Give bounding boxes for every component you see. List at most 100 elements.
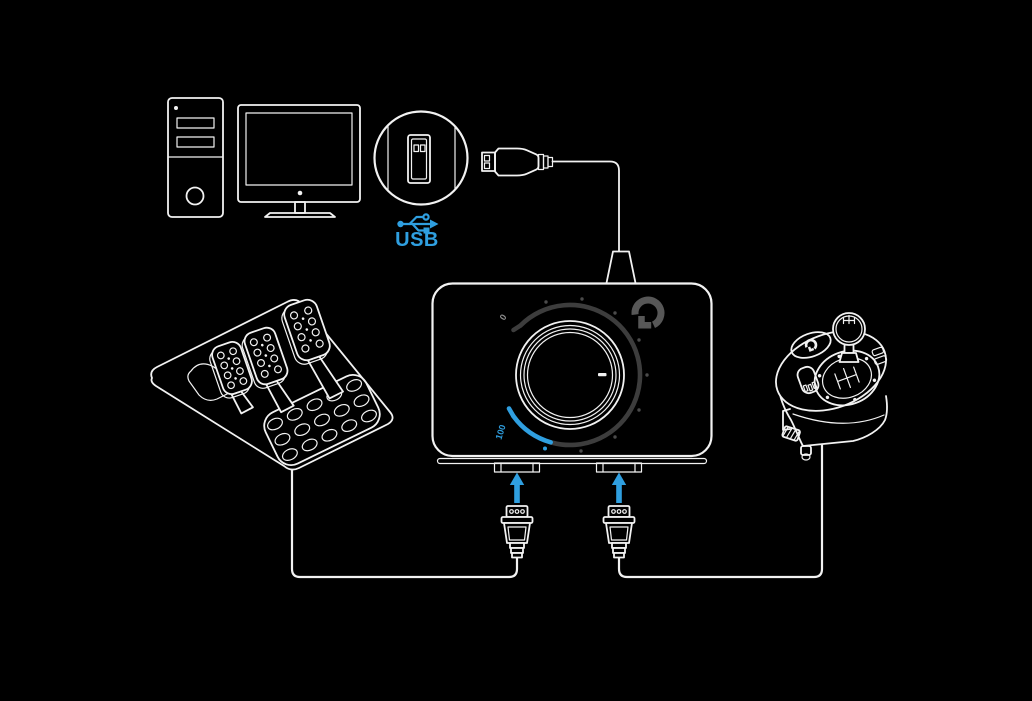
dial-tick	[613, 435, 617, 439]
monitor-power-led	[297, 190, 303, 196]
dial-arc-zero-hook	[511, 323, 523, 333]
plug-in-arrow-right	[611, 472, 627, 503]
clamp-foot	[781, 425, 801, 442]
dial-tick	[580, 297, 584, 301]
monitor-stand-base	[264, 212, 336, 218]
side-pod-outline	[796, 365, 820, 395]
usb-port-icon	[407, 134, 431, 184]
h-pattern-slots	[834, 366, 860, 390]
usb-logo-icon	[397, 213, 439, 234]
trident-top-circle	[422, 213, 430, 221]
port-socket	[493, 462, 541, 473]
connector-shell	[503, 522, 531, 544]
connector-pin	[509, 509, 514, 514]
connector-shell-inner	[507, 526, 527, 541]
tower-power-button	[185, 186, 205, 206]
shifter-g-button	[790, 331, 832, 359]
shifter-port	[595, 462, 643, 473]
clamp-screw	[800, 445, 812, 456]
usb-plug-icon	[481, 147, 554, 177]
gas-pedal	[281, 298, 344, 400]
shifter-connector-icon	[602, 505, 636, 559]
usb-cable-line	[551, 160, 620, 252]
connector-pin	[622, 509, 627, 514]
usb-plug-hole-2	[483, 162, 491, 170]
gate-pattern	[817, 354, 877, 402]
up-arrow-head	[509, 472, 525, 485]
shaft-boot	[838, 352, 860, 363]
shifter-unit-icon	[775, 312, 888, 461]
tower-drive-bay-1	[176, 117, 215, 129]
trident-dot	[397, 220, 404, 228]
knob-ring-2	[519, 324, 621, 426]
wheel-base: 0 100	[431, 282, 713, 473]
dial-arc-blue-hook	[506, 406, 516, 419]
dial-tick	[637, 338, 641, 342]
dial-tick	[645, 373, 649, 377]
dial-arc-blue	[511, 413, 553, 445]
connector-pin	[616, 509, 622, 514]
usb-label: USB	[395, 229, 439, 251]
rotation-dial: 0 100	[494, 297, 649, 453]
shifter-right-tabs	[871, 346, 888, 366]
shifter-clamp	[781, 408, 812, 461]
usb-port-inner	[410, 138, 428, 180]
shifter-cable	[617, 441, 824, 579]
usb-plug-hole-1	[483, 154, 491, 162]
pedals-connector-icon	[500, 505, 534, 559]
pedals-base-ridge	[187, 363, 238, 401]
trident-bottom-branch	[411, 222, 425, 232]
trident-bottom-square	[423, 227, 430, 234]
connector-pin	[611, 509, 616, 514]
pedals-cable	[290, 468, 519, 579]
usb-port-contact-2	[419, 144, 426, 153]
knob-ring-3	[523, 328, 617, 422]
usb-port-outer	[407, 134, 431, 184]
up-arrow-head	[611, 472, 627, 485]
brake-pedal	[241, 326, 295, 414]
dial-tick-blue	[543, 446, 547, 451]
shifter-body-seam	[792, 413, 885, 424]
usb-plug-body	[494, 147, 540, 177]
dial-tick	[637, 408, 641, 412]
knob-indicator-mark	[598, 373, 607, 377]
knob-shift-pattern	[842, 314, 856, 325]
wheel-base-flange	[436, 457, 708, 465]
up-arrow-shaft	[616, 485, 622, 503]
dial-min-label: 0	[498, 312, 509, 322]
plug-in-arrow-left	[509, 472, 525, 503]
connector-pin	[514, 509, 520, 514]
knob-outer-ring	[515, 320, 625, 430]
dial-max-label: 100	[494, 423, 508, 440]
up-arrow-shaft	[514, 485, 520, 503]
monitor-screen	[245, 112, 353, 186]
callout-circle	[373, 110, 469, 206]
usb-cable	[551, 160, 637, 284]
tower-drive-bay-2	[176, 136, 215, 148]
heel-plate-outline	[263, 373, 381, 467]
monitor-icon	[237, 104, 361, 218]
dial-tick	[579, 449, 583, 453]
rotation-knob	[515, 320, 625, 430]
dial-tick	[544, 300, 548, 304]
shifter-stick	[832, 312, 866, 363]
knob-ring-4	[526, 331, 614, 419]
clutch-pedal	[209, 341, 254, 415]
connector-shell	[605, 522, 633, 544]
clamp-screw-tip	[801, 453, 811, 461]
usb-port-contact-1	[413, 144, 420, 153]
shift-knob	[832, 312, 866, 346]
shifter-side-pod	[796, 365, 820, 395]
usb-port-callout	[373, 110, 469, 206]
pedals-port	[493, 462, 541, 473]
connector-rib	[511, 552, 523, 559]
port-socket	[595, 462, 643, 473]
monitor-stand-neck	[294, 201, 306, 214]
usb-plug-rib-2	[542, 155, 549, 169]
strain-relief-cone	[605, 250, 637, 284]
connector-shell-inner	[609, 526, 629, 541]
connector-rib	[613, 552, 625, 559]
dial-arc	[518, 302, 643, 448]
